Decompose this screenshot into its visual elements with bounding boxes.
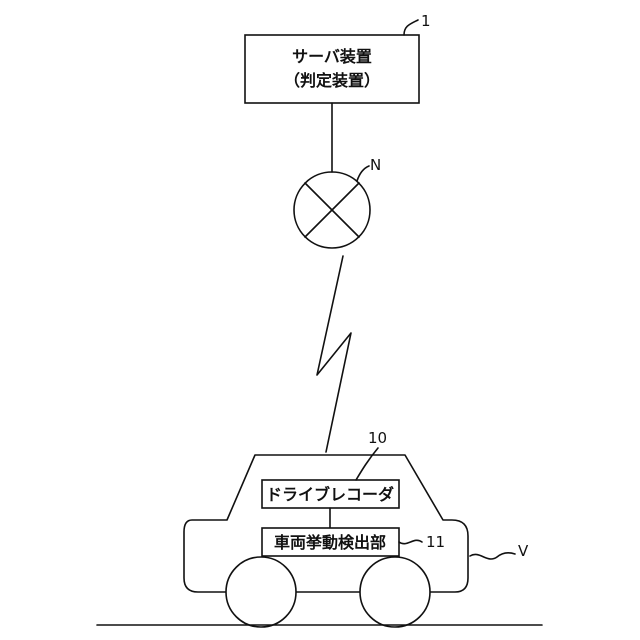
vehicle-body <box>184 455 468 592</box>
drive-recorder-reference-number: 10 <box>368 429 387 447</box>
vehicle-leader-line <box>470 553 515 559</box>
vehicle-reference-letter: V <box>518 542 529 560</box>
wireless-link <box>317 256 351 452</box>
drive-recorder: ドライブレコーダ <box>262 480 399 508</box>
detector-label: 車両挙動検出部 <box>274 533 386 552</box>
network-leader-line <box>357 166 369 181</box>
drive-recorder-leader-line <box>356 448 378 480</box>
rear-wheel <box>360 557 430 627</box>
server-leader-line <box>404 20 418 35</box>
server-reference-number: 1 <box>421 12 431 30</box>
server-box <box>245 35 419 103</box>
detector-leader-line <box>399 540 422 543</box>
drive-recorder-label: ドライブレコーダ <box>266 485 394 504</box>
front-wheel <box>226 557 296 627</box>
server-label-line2: （判定装置） <box>284 71 380 90</box>
network-reference-letter: N <box>370 156 381 174</box>
server-device: サーバ装置 （判定装置） <box>245 35 419 103</box>
vehicle-behavior-detector: 車両挙動検出部 <box>262 528 399 556</box>
detector-reference-number: 11 <box>426 533 445 551</box>
network-node <box>294 172 370 248</box>
server-label-line1: サーバ装置 <box>292 47 372 66</box>
